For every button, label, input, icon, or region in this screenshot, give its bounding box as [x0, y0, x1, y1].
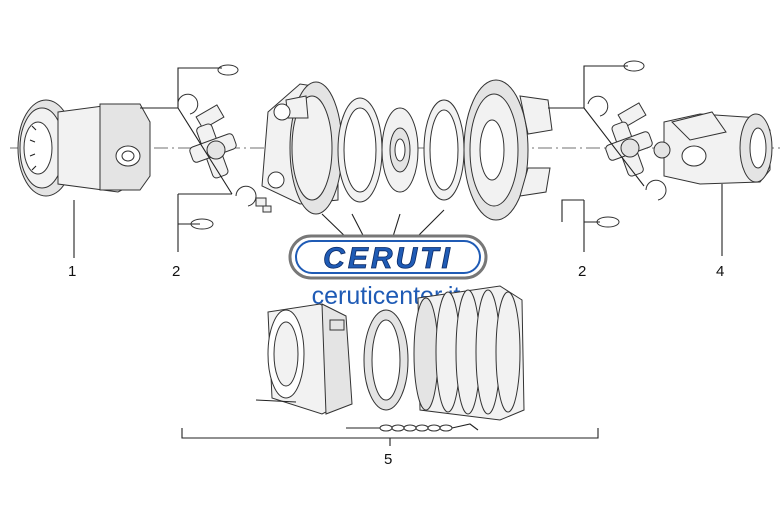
part-1-splined-yoke — [17, 99, 151, 197]
callout-4: 4 — [716, 263, 724, 280]
part-5-guard-kit — [255, 285, 525, 432]
center-double-yoke — [261, 81, 343, 215]
center-right-hub — [463, 79, 553, 221]
callout-2-left: 2 — [172, 263, 180, 280]
part-4-tube-yoke — [653, 111, 773, 185]
callout-2-right: 2 — [578, 263, 586, 280]
callout-5: 5 — [384, 451, 392, 468]
ceruti-logo: CERUTI — [288, 234, 488, 280]
callout-1: 1 — [68, 263, 76, 280]
svg-text:CERUTI: CERUTI — [323, 242, 453, 275]
part-2-left-cross-kit — [177, 64, 272, 230]
part-2-right-cross-kit — [587, 60, 667, 228]
center-rings — [337, 97, 465, 203]
